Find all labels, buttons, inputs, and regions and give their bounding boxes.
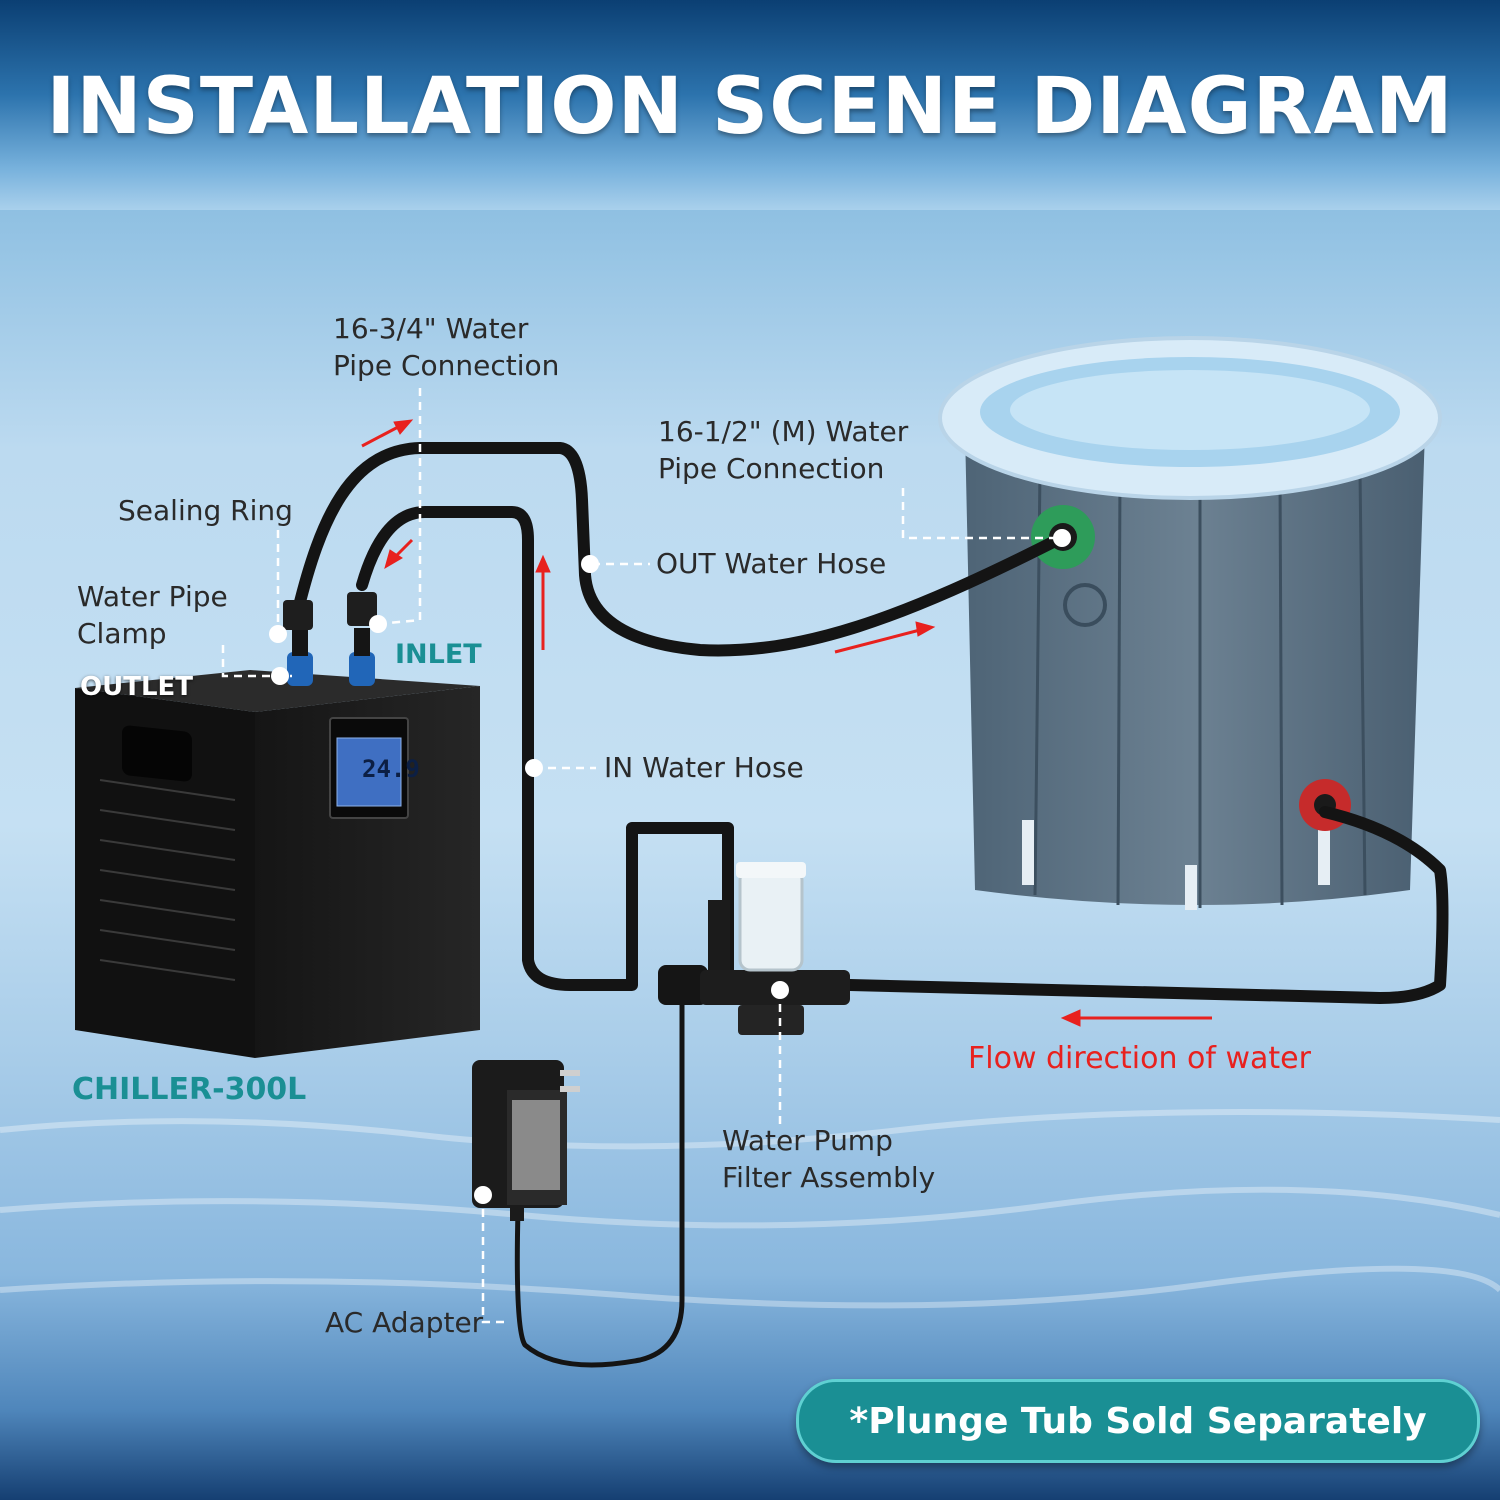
chiller-unit — [75, 628, 480, 1058]
label-pump-line1: Water Pump — [722, 1124, 893, 1157]
tag-outlet: OUTLET — [80, 672, 194, 702]
sold-separately-badge: *Plunge Tub Sold Separately — [796, 1379, 1480, 1463]
chiller-lcd — [337, 738, 401, 806]
flow-arrows — [361, 419, 1212, 1027]
label-water-pipe-clamp: Water Pipe Clamp — [77, 578, 228, 652]
power-cord — [514, 1005, 685, 1368]
chiller-temperature-readout: 24.9 — [362, 755, 420, 783]
pump-filter-assembly — [658, 862, 850, 1035]
label-ac-adapter: AC Adapter — [325, 1306, 484, 1339]
label-pipe-12-line1: 16-1/2" (M) Water — [658, 415, 909, 448]
water-streaks — [0, 1109, 1500, 1309]
chiller-side — [75, 688, 255, 1058]
label-pipe-connection-34: 16-3/4" Water Pipe Connection — [333, 310, 559, 384]
leader-lines — [221, 388, 1062, 1324]
header-band — [0, 0, 1500, 210]
hose-in-chiller — [356, 506, 734, 991]
page-title: INSTALLATION SCENE DIAGRAM — [46, 62, 1454, 152]
hose-tub-to-pump — [844, 806, 1449, 1004]
hose-connectors — [283, 592, 377, 630]
chiller-front — [255, 686, 480, 1058]
label-in-water-hose: IN Water Hose — [604, 751, 804, 784]
callout-dots — [269, 529, 1071, 1204]
label-clamp-line1: Water Pipe — [77, 580, 228, 613]
ac-adapter-device — [472, 1060, 580, 1221]
hose-out-chiller — [292, 442, 1069, 657]
badge-text: *Plunge Tub Sold Separately — [849, 1400, 1427, 1442]
tag-chiller-model: CHILLER-300L — [72, 1072, 307, 1107]
label-pump-filter-assembly: Water Pump Filter Assembly — [722, 1122, 935, 1196]
label-flow-direction: Flow direction of water — [968, 1041, 1311, 1076]
label-pipe-12-line2: Pipe Connection — [658, 452, 885, 485]
tag-inlet: INLET — [395, 639, 482, 670]
label-sealing-ring: Sealing Ring — [118, 494, 293, 527]
label-pipe-34-line1: 16-3/4" Water — [333, 312, 529, 345]
label-clamp-line2: Clamp — [77, 617, 167, 650]
label-pump-line2: Filter Assembly — [722, 1161, 936, 1194]
label-pipe-34-line2: Pipe Connection — [333, 349, 560, 382]
label-out-water-hose: OUT Water Hose — [656, 547, 887, 580]
filter-cup — [738, 868, 804, 972]
label-pipe-connection-12: 16-1/2" (M) Water Pipe Connection — [658, 413, 908, 487]
hoses — [292, 442, 1449, 1004]
